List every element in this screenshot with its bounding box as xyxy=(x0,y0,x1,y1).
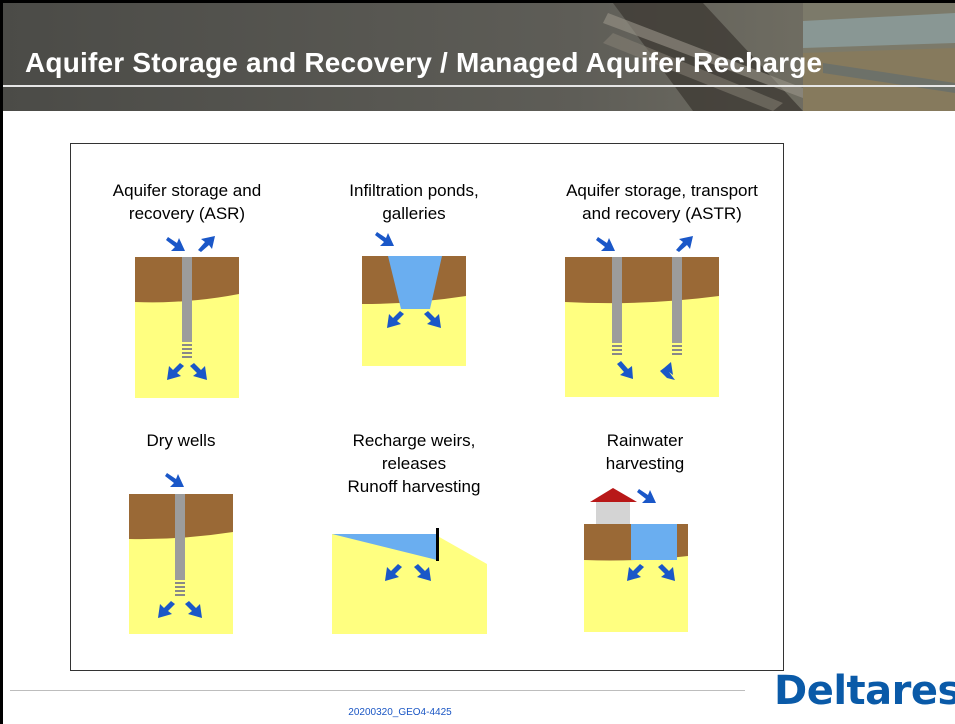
outflow-arrow-icon xyxy=(387,311,404,328)
inflow-arrow-icon xyxy=(414,564,431,581)
inflow-arrow-icon xyxy=(165,473,184,487)
inflow-arrow-icon xyxy=(166,237,185,251)
slide-frame-top xyxy=(0,0,955,3)
inflow-arrow-icon xyxy=(617,361,633,379)
asr-illustration xyxy=(135,236,239,398)
infiltration-pond-illustration xyxy=(362,232,466,366)
panel-label-recharge-weirs: Recharge weirs, releases Runoff harvesti… xyxy=(347,431,481,496)
panel-label-astr: Aquifer storage, transport and recovery … xyxy=(566,181,758,223)
footer-divider xyxy=(10,690,745,691)
methods-diagram xyxy=(129,232,719,634)
slide-title: Aquifer Storage and Recovery / Managed A… xyxy=(25,47,823,78)
deltares-logo: Deltares xyxy=(774,668,955,714)
rainwater-harvesting-illustration xyxy=(584,488,688,632)
footer-document-code: 20200320_GEO4-4425 xyxy=(348,707,452,718)
slide-header: Aquifer Storage and Recovery / Managed A… xyxy=(3,3,955,111)
title-underline xyxy=(3,85,955,87)
recharge-methods-figure: Aquifer storage and recovery (ASR) Infil… xyxy=(70,143,784,671)
panel-label-asr: Aquifer storage and recovery (ASR) xyxy=(112,181,262,223)
outflow-arrow-icon xyxy=(660,362,675,380)
dry-wells-illustration xyxy=(129,473,233,634)
inflow-arrow-icon xyxy=(596,237,615,251)
inflow-arrow-icon xyxy=(424,311,441,328)
panel-label-dry-wells: Dry wells xyxy=(146,431,216,450)
inflow-arrow-icon xyxy=(658,564,675,581)
slide-frame-left xyxy=(0,0,3,724)
outflow-arrow-icon xyxy=(676,236,693,252)
inflow-arrow-icon xyxy=(637,489,656,503)
inflow-arrow-icon xyxy=(185,601,202,618)
astr-illustration xyxy=(565,236,719,397)
recharge-weirs-illustration xyxy=(332,528,487,634)
inflow-arrow-icon xyxy=(375,232,394,246)
outflow-arrow-icon xyxy=(385,564,402,581)
panel-label-rainwater-harvesting: Rainwater harvesting xyxy=(605,431,685,473)
outflow-arrow-icon xyxy=(627,564,644,581)
outflow-arrow-icon xyxy=(158,601,175,618)
house-roof-icon xyxy=(590,488,637,502)
panel-label-infiltration-ponds: Infiltration ponds, galleries xyxy=(349,181,479,223)
inflow-arrow-icon xyxy=(190,363,207,380)
outflow-arrow-icon xyxy=(198,236,215,252)
outflow-arrow-icon xyxy=(167,363,184,380)
